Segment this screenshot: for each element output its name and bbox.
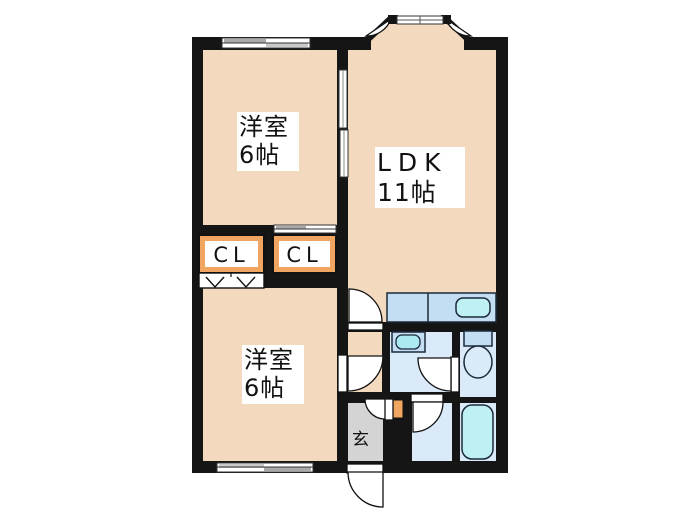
entrance-label: 玄 — [352, 430, 369, 450]
shoe-cabinet — [392, 399, 404, 419]
closet-left-inner — [205, 241, 258, 267]
bedroom-bottom-door-leaf — [337, 354, 348, 393]
bedroom-top-name: 洋室 — [239, 113, 289, 141]
toilet-tank — [463, 330, 493, 347]
folding-door-mark-left — [205, 276, 225, 289]
doors — [337, 288, 460, 508]
ldk-name: LDK — [377, 148, 448, 177]
bay-window — [359, 15, 477, 48]
ldk-door-swing — [348, 288, 383, 323]
toilet-door-swing — [417, 357, 452, 392]
entrance-door-swing — [347, 471, 384, 508]
bedroom-top-window-pane — [224, 39, 266, 43]
vanity-sink — [395, 334, 421, 350]
ldk-label: LDK 11帖 — [375, 147, 465, 208]
bedroom-top-size: 6帖 — [239, 141, 281, 170]
closet-right-sliding-pane — [276, 226, 306, 229]
bay-corner-left — [388, 15, 398, 24]
wall-below-ldk — [343, 322, 496, 332]
fixtures — [386, 292, 497, 460]
ldk-size: 11帖 — [377, 177, 437, 207]
wall-washroom-bottom — [338, 392, 460, 403]
washroom-door-swing — [412, 401, 444, 433]
bedroom-top-label: 洋室 6帖 — [237, 112, 299, 171]
bedroom-bottom-label: 洋室 6帖 — [242, 345, 304, 404]
bedroom-bottom-door-swing — [347, 355, 384, 392]
wall-right — [496, 37, 508, 473]
bathtub — [461, 404, 494, 460]
bay-corner-right — [441, 15, 451, 24]
bedroom-bottom-window-pane — [219, 464, 264, 468]
kitchen-sink — [455, 297, 491, 318]
bedroom-bottom-size: 6帖 — [244, 374, 286, 403]
closet-right-label: CL — [286, 243, 323, 267]
windows — [216, 37, 349, 473]
closets — [198, 234, 337, 289]
genkan-door-swing — [364, 398, 386, 420]
closet-right-inner — [279, 241, 330, 267]
washroom-door-leaf — [410, 393, 444, 403]
ldk-door-leaf — [347, 322, 384, 331]
closet-left-label: CL — [213, 243, 250, 267]
wall-bath-divider — [452, 403, 460, 463]
wall-hallway-right — [382, 332, 390, 398]
folding-door-mark-right — [236, 276, 256, 289]
wall-toilet-bottom — [443, 397, 496, 403]
toilet-door-leaf — [450, 356, 460, 393]
bedroom-top-window-pane2 — [266, 43, 308, 47]
bedroom-bottom-name: 洋室 — [244, 346, 294, 374]
toilet-bowl — [463, 345, 493, 379]
bedroom-bottom-window-pane2 — [264, 467, 311, 471]
